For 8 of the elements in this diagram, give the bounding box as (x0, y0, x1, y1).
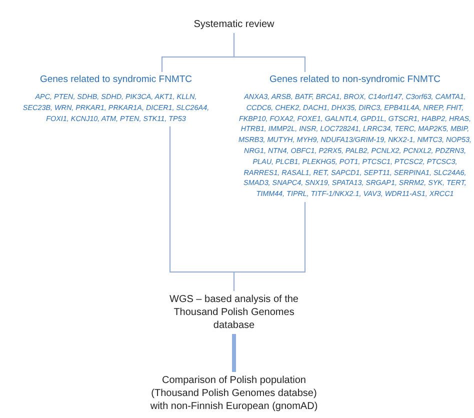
connector-line (234, 32, 306, 72)
group-heading: Genes related to non-syndromic FNMTC (268, 74, 442, 85)
step-label: WGS – based analysis of the Thousand Polish Genomes database (168, 293, 300, 332)
connector-line (234, 201, 306, 292)
connector-bar (232, 334, 236, 372)
group-heading: Genes related to syndromic FNMTC (38, 74, 194, 85)
step-label: Systematic review (192, 18, 276, 31)
step-label: Comparison of Polish population (Thousand Polish Genomes databse) with non-Finnish European (gnomAD) (150, 374, 318, 413)
